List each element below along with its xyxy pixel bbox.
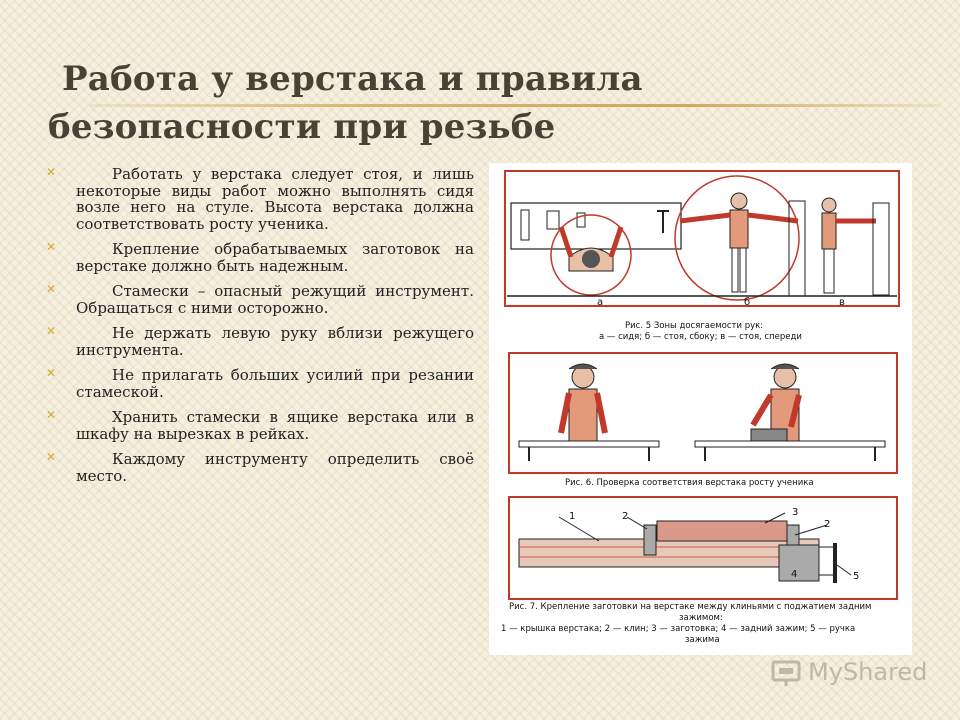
bullet-item: ✕Крепление обрабатываемых заготовок на в… <box>46 240 474 275</box>
tool-icon <box>546 210 560 230</box>
bullet-item: ✕Работать у верстака следует стоя, и лиш… <box>46 165 474 233</box>
figure-6-height-check: Рис. 6. Проверка соответствия верстака р… <box>508 352 898 488</box>
bullet-marker-icon: ✕ <box>46 408 57 422</box>
bullet-item: ✕Не держать левую руку вблизи режущего и… <box>46 324 474 359</box>
workbench-illustrations: а б в Рис. 5 Зоны досягаемости рук: а — … <box>489 163 912 655</box>
myshared-watermark: MyShared <box>770 656 930 690</box>
tool-wall <box>510 202 682 250</box>
arms <box>750 393 802 428</box>
leader-line <box>836 564 852 576</box>
figure-7-clamping: 1 2 3 2 4 5 Рис. 7. Крепление заготовки … <box>501 496 898 645</box>
fig7-caption-line-2: зажимом: <box>679 613 723 623</box>
fig5-caption-line-1: Рис. 5 Зоны досягаемости рук: <box>625 321 763 331</box>
tool-icon <box>576 212 586 228</box>
clamp-body <box>818 546 836 576</box>
fig7-num-2: 2 <box>622 511 628 522</box>
bench-post <box>788 200 806 297</box>
torso <box>568 388 598 448</box>
figure-5-reach-zones: а б в Рис. 5 Зоны досягаемости рук: а — … <box>504 170 900 342</box>
figure-5-frame <box>504 170 900 307</box>
workpiece <box>656 520 788 542</box>
head-icon <box>773 365 797 389</box>
slide-title: Работа у верстака и правила безопасности… <box>48 55 748 151</box>
hair <box>568 363 598 370</box>
workbench-top <box>518 440 660 448</box>
leg <box>739 247 747 293</box>
torso <box>821 212 837 250</box>
fig7-num-3: 3 <box>792 507 798 518</box>
torso <box>729 209 749 249</box>
reach-arc-a <box>550 214 632 296</box>
bench-lid <box>518 538 820 568</box>
bullet-marker-icon: ✕ <box>46 450 57 464</box>
slide-title-line-2: безопасности при резьбе <box>48 107 556 147</box>
arms <box>679 212 799 224</box>
bullet-marker-icon: ✕ <box>46 282 57 296</box>
fig7-num-1: 1 <box>569 511 575 522</box>
watermark-text: MyShared <box>808 658 928 686</box>
hair <box>770 363 800 370</box>
hammer-icon <box>657 210 669 233</box>
leg <box>731 247 739 293</box>
bullet-list: ✕Работать у верстака следует стоя, и лиш… <box>46 166 474 493</box>
bullet-marker-icon: ✕ <box>46 165 57 179</box>
figure-6-frame <box>508 352 898 474</box>
fig5-caption-line-2: а — сидя; б — стоя, сбоку; в — стоя, спе… <box>599 332 802 342</box>
head-icon <box>582 250 600 268</box>
fig7-caption-line-1: Рис. 7. Крепление заготовки на верстаке … <box>509 602 871 612</box>
bullet-item: ✕Стамески – опасный режущий инструмент. … <box>46 282 474 317</box>
leader-line <box>626 516 648 530</box>
figure-7-frame <box>508 496 898 600</box>
bench-post <box>872 202 890 296</box>
bullet-item: ✕Не прилагать больших усилий при резании… <box>46 366 474 401</box>
leader-line <box>558 516 600 542</box>
bullet-item: ✕Хранить стамески в ящике верстака или в… <box>46 408 474 443</box>
bullet-marker-icon: ✕ <box>46 324 57 338</box>
fig7-caption-line-3: 1 — крышка верстака; 2 — клин; 3 — загот… <box>501 624 855 634</box>
head-icon <box>730 192 748 210</box>
bullet-marker-icon: ✕ <box>46 366 57 380</box>
wood-block <box>750 428 788 442</box>
workbench-top <box>694 440 886 448</box>
fig7-num-4: 4 <box>791 569 797 580</box>
fig7-caption-line-4: зажима <box>685 635 720 645</box>
fig5-label-b: б <box>744 297 750 308</box>
reach-arc-b <box>674 175 800 301</box>
myshared-logo-icon <box>771 660 801 686</box>
bullet-marker-icon: ✕ <box>46 240 57 254</box>
fig5-label-a: а <box>597 297 603 308</box>
bullet-item: ✕Каждому инструменту определить своё мес… <box>46 450 474 485</box>
slide-title-line-1: Работа у верстака и правила <box>62 59 643 99</box>
leader-line <box>794 524 828 536</box>
head-icon <box>821 197 837 213</box>
fig6-caption: Рис. 6. Проверка соответствия верстака р… <box>565 478 814 488</box>
head-icon <box>571 365 595 389</box>
fig7-num-5: 5 <box>853 571 859 582</box>
fig7-num-2b: 2 <box>824 519 830 530</box>
wedge <box>643 524 657 556</box>
arms <box>558 226 624 258</box>
tool-icon <box>520 209 530 241</box>
leg <box>823 248 835 294</box>
leader-line <box>764 512 786 524</box>
rear-clamp <box>778 544 820 582</box>
title-underline <box>90 104 940 107</box>
arms <box>558 392 608 434</box>
fig5-label-c: в <box>839 297 845 308</box>
